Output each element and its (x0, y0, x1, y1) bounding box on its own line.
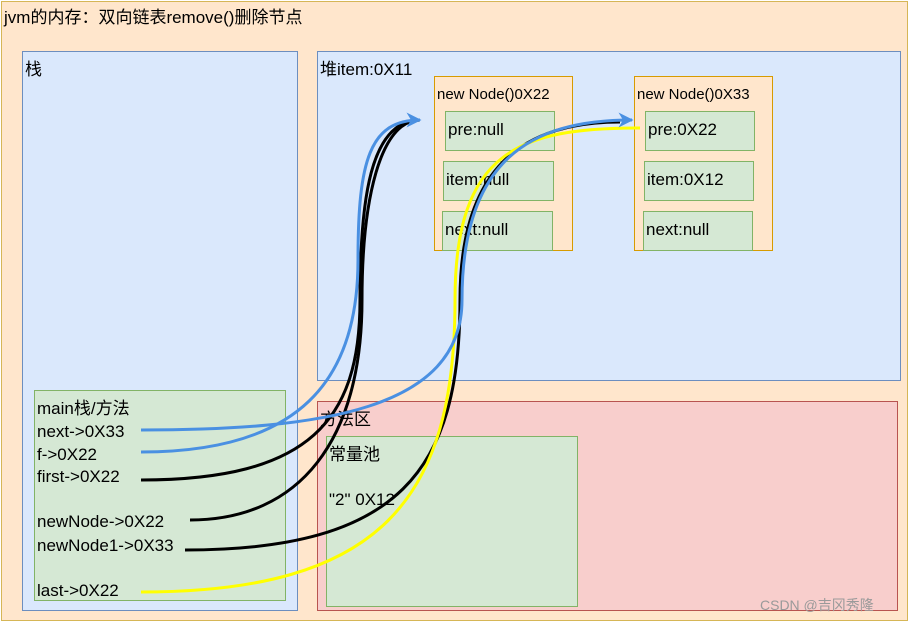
node-0x33-item-field (644, 161, 754, 201)
line-last-yellow (140, 126, 641, 594)
node-0x22-label: new Node()0X22 (437, 86, 550, 103)
constant-pool-entry: "2" 0X12 (329, 490, 395, 509)
node-0x33-label: new Node()0X33 (637, 86, 750, 103)
var-next: next->0X33 (37, 422, 125, 441)
node-0x33-next: next:null (646, 220, 710, 239)
watermark: CSDN @吉冈秀隆 (760, 597, 874, 613)
var-f: f->0X22 (37, 445, 98, 464)
var-newnode1: newNode1->0X33 (37, 536, 174, 555)
line-first-to-node-0x22 (140, 118, 421, 482)
heap-region (317, 51, 901, 381)
constant-pool-label: 常量池 (329, 445, 380, 464)
node-0x33-item: item:0X12 (647, 170, 724, 189)
stack-label: 栈 (25, 60, 42, 79)
arrow-f-to-node-0x22 (140, 112, 422, 454)
constant-pool-region (326, 436, 578, 607)
node-0x22-pre-field (445, 111, 555, 151)
node-0x33-pre-field (645, 111, 755, 151)
var-newnode: newNode->0X22 (37, 512, 165, 531)
heap-label: 堆item:0X11 (320, 60, 413, 79)
node-0x33-pre: pre:0X22 (648, 120, 717, 139)
arrow-next-to-node-0x33 (140, 112, 634, 432)
var-last: last->0X22 (37, 581, 119, 600)
diagram-title: jvm的内存：双向链表remove()删除节点 (4, 8, 303, 27)
main-stack-frame (34, 390, 286, 601)
node-0x33-next-field (643, 211, 753, 251)
var-first: first->0X22 (37, 467, 120, 486)
line-newnode1-to-node-0x33 (184, 120, 621, 552)
main-frame-label: main栈/方法 (37, 399, 130, 418)
line-newnode-to-node-0x22 (189, 118, 421, 522)
node-0x22-pre: pre:null (448, 120, 504, 139)
